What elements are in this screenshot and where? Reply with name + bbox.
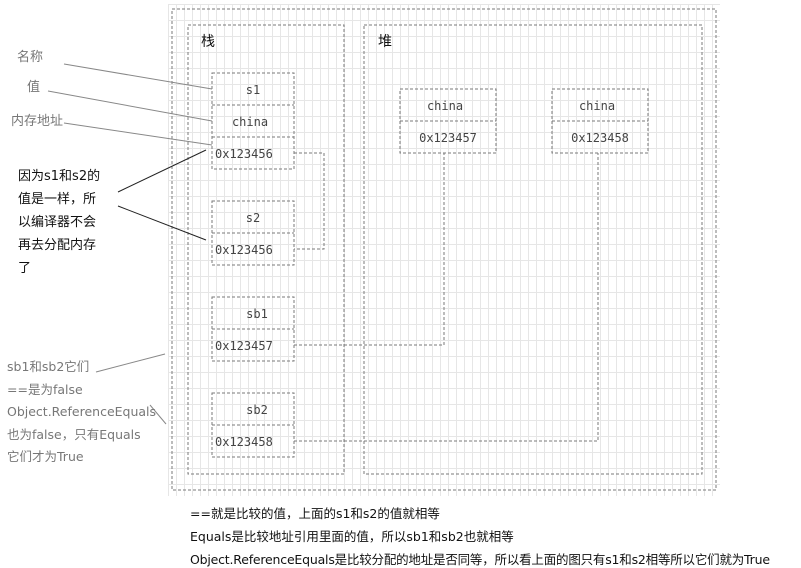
s1-name: s1 — [246, 83, 260, 97]
heap1-value: china — [427, 99, 463, 113]
leader-name — [63, 63, 213, 90]
s1-value: china — [232, 115, 268, 129]
heap-region — [363, 24, 703, 475]
annotation-sb-note: sb1和sb2它们 ==是为false Object.ReferenceEqua… — [7, 356, 156, 469]
annotation-s1-s2-note: 因为s1和s2的 值是一样，所 以编译器不会 再去分配内存 了 — [18, 165, 100, 280]
annotation-address: 内存地址 — [11, 114, 64, 129]
sb2-address: 0x123458 — [215, 435, 273, 449]
annotation-value: 值 — [27, 80, 41, 95]
note-line: ==是为false — [7, 381, 83, 397]
s2-address: 0x123456 — [215, 243, 273, 257]
note-line: sb1和sb2它们 — [7, 359, 90, 374]
note-line: Object.ReferenceEquals — [7, 404, 157, 419]
stack-region — [187, 24, 345, 475]
sb1-address: 0x123457 — [215, 339, 273, 353]
note-line: 值是一样，所 — [18, 192, 97, 207]
heap1-address: 0x123457 — [419, 131, 477, 145]
note-line: 因为s1和s2的 — [18, 169, 101, 184]
footer-line-reference-equals: Object.ReferenceEquals是比较分配的地址是否同等，所以看上面… — [190, 552, 770, 567]
sb2-name: sb2 — [246, 403, 268, 417]
connector-sb1-heap1 — [294, 153, 445, 346]
heap2-address: 0x123458 — [571, 131, 629, 145]
leader-address — [63, 122, 213, 146]
connector-sb2-heap2 — [294, 153, 599, 442]
stack-label: 栈 — [201, 34, 215, 50]
note-line: 了 — [18, 261, 32, 276]
s1-address: 0x123456 — [215, 147, 273, 161]
connector-s1-s2 — [294, 152, 325, 250]
leader-note-2 — [117, 205, 207, 241]
outer-frame — [171, 8, 717, 491]
note-line: 再去分配内存 — [18, 238, 97, 253]
heap2-value: china — [579, 99, 615, 113]
leader-sb-2 — [149, 404, 167, 425]
heap-label: 堆 — [378, 34, 392, 50]
s2-name: s2 — [246, 211, 260, 225]
note-line: 它们才为True — [7, 449, 84, 464]
footer-line-equality: ==就是比较的值，上面的s1和s2的值就相等 — [190, 506, 440, 521]
annotation-name: 名称 — [17, 50, 44, 65]
sb1-name: sb1 — [246, 307, 268, 321]
leader-sb — [95, 353, 166, 373]
note-line: 以编译器不会 — [18, 215, 97, 230]
note-line: 也为false，只有Equals — [7, 426, 141, 442]
footer-line-equals: Equals是比较地址引用里面的值，所以sb1和sb2也就相等 — [190, 529, 514, 544]
leader-note-1 — [117, 149, 207, 193]
leader-value — [47, 90, 213, 122]
